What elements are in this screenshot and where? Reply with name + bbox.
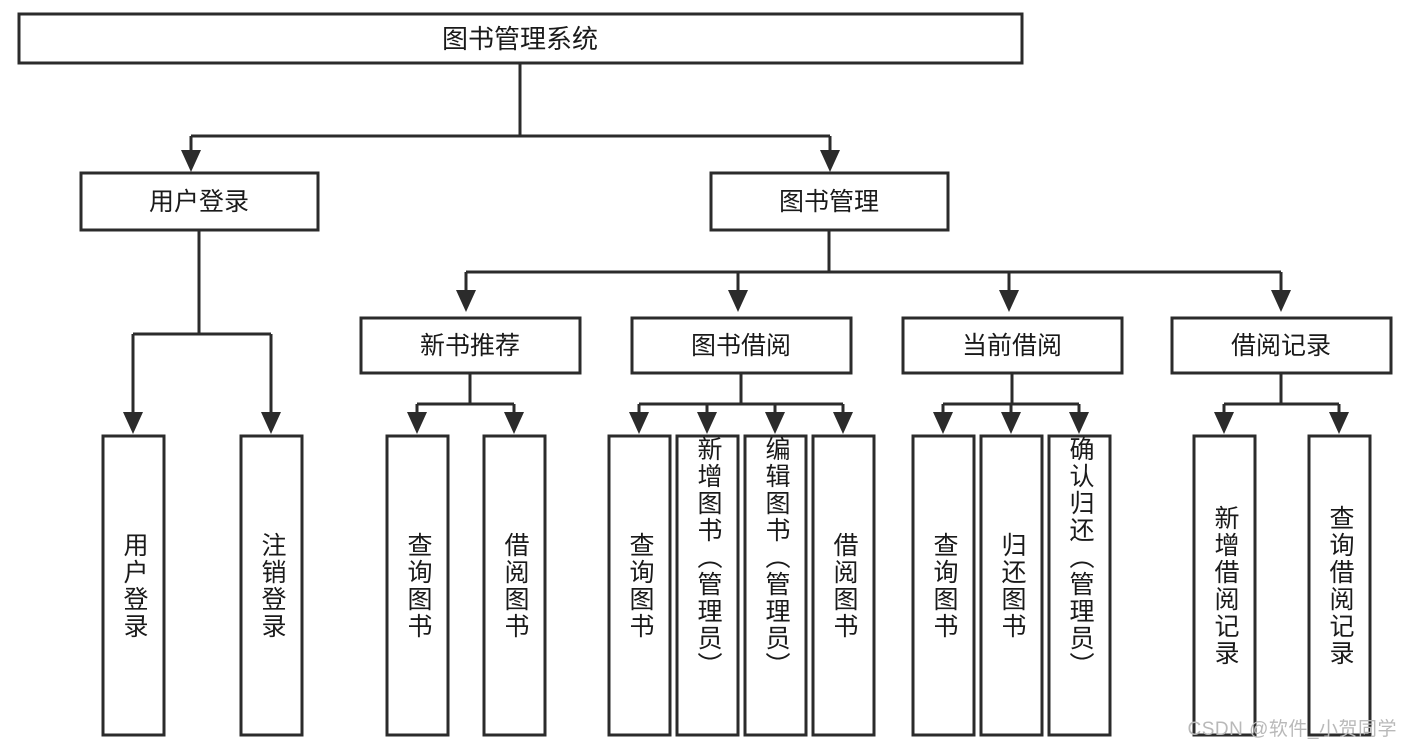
arrow-head-icon: [833, 412, 853, 434]
node-current-borrow[interactable]: 当前借阅: [901, 316, 1124, 375]
node-new-book-recommend-label: 新书推荐: [420, 332, 520, 360]
node-user-login[interactable]: 用户登录: [79, 171, 320, 232]
connector-new-book-recommend-to-leaves: [407, 373, 524, 434]
leaf-box-query-book-1[interactable]: [385, 434, 450, 737]
arrow-head-icon: [261, 412, 281, 434]
arrow-head-icon: [1214, 412, 1234, 434]
node-current-borrow-box[interactable]: [901, 316, 1124, 375]
arrow-head-icon: [933, 412, 953, 434]
arrow-head-icon: [407, 412, 427, 434]
leaf-box-query-book-3[interactable]: [911, 434, 976, 737]
node-book-borrow[interactable]: 图书借阅: [630, 316, 853, 375]
arrow-head-icon: [1329, 412, 1349, 434]
leaf-box-borrow-book-2[interactable]: [811, 434, 876, 737]
leaf-box-user-login[interactable]: [101, 434, 166, 737]
arrow-head-icon: [456, 290, 476, 312]
node-user-login-box[interactable]: [79, 171, 320, 232]
node-book-management[interactable]: 图书管理: [709, 171, 950, 232]
arrow-head-icon: [181, 150, 201, 172]
arrow-head-icon: [504, 412, 524, 434]
arrow-head-icon: [728, 290, 748, 312]
arrow-head-icon: [999, 290, 1019, 312]
node-borrow-record-label: 借阅记录: [1231, 332, 1331, 360]
node-root[interactable]: 图书管理系统: [17, 12, 1024, 65]
leaf-box-logout[interactable]: [239, 434, 304, 737]
leaf-box-confirm-return[interactable]: [1047, 434, 1112, 737]
watermark: CSDN @软件_小贺同学: [1187, 719, 1397, 740]
connector-book-borrow-to-leaves: [629, 373, 853, 434]
node-root-label: 图书管理系统: [442, 24, 598, 54]
leaf-box-edit-book[interactable]: [743, 434, 808, 737]
arrow-head-icon: [765, 412, 785, 434]
connector-root-to-level2: [181, 63, 840, 172]
node-root-box[interactable]: [17, 12, 1024, 65]
node-new-book-recommend-box[interactable]: [359, 316, 582, 375]
arrow-head-icon: [1069, 412, 1089, 434]
leaf-box-add-book[interactable]: [675, 434, 740, 737]
connector-current-borrow-to-leaves: [933, 373, 1089, 434]
leaf-box-query-borrow-record[interactable]: [1307, 434, 1372, 737]
arrow-head-icon: [123, 412, 143, 434]
connector-book-management-to-level3: [456, 230, 1291, 312]
node-borrow-record[interactable]: 借阅记录: [1170, 316, 1393, 375]
connector-borrow-record-to-leaves: [1214, 373, 1349, 434]
leaf-box-return-book[interactable]: [979, 434, 1044, 737]
arrow-head-icon: [629, 412, 649, 434]
node-user-login-label: 用户登录: [149, 188, 249, 216]
leaf-box-add-borrow-record[interactable]: [1192, 434, 1257, 737]
node-book-management-label: 图书管理: [779, 188, 879, 216]
node-current-borrow-label: 当前借阅: [962, 332, 1062, 360]
arrow-head-icon: [1271, 290, 1291, 312]
node-book-borrow-label: 图书借阅: [691, 332, 791, 360]
leaf-box-borrow-book-1[interactable]: [482, 434, 547, 737]
leaf-box-query-book-2[interactable]: [607, 434, 672, 737]
node-new-book-recommend[interactable]: 新书推荐: [359, 316, 582, 375]
arrow-head-icon: [1001, 412, 1021, 434]
arrow-head-icon: [820, 150, 840, 172]
arrow-head-icon: [697, 412, 717, 434]
connector-user-login-to-leaves: [123, 230, 281, 434]
